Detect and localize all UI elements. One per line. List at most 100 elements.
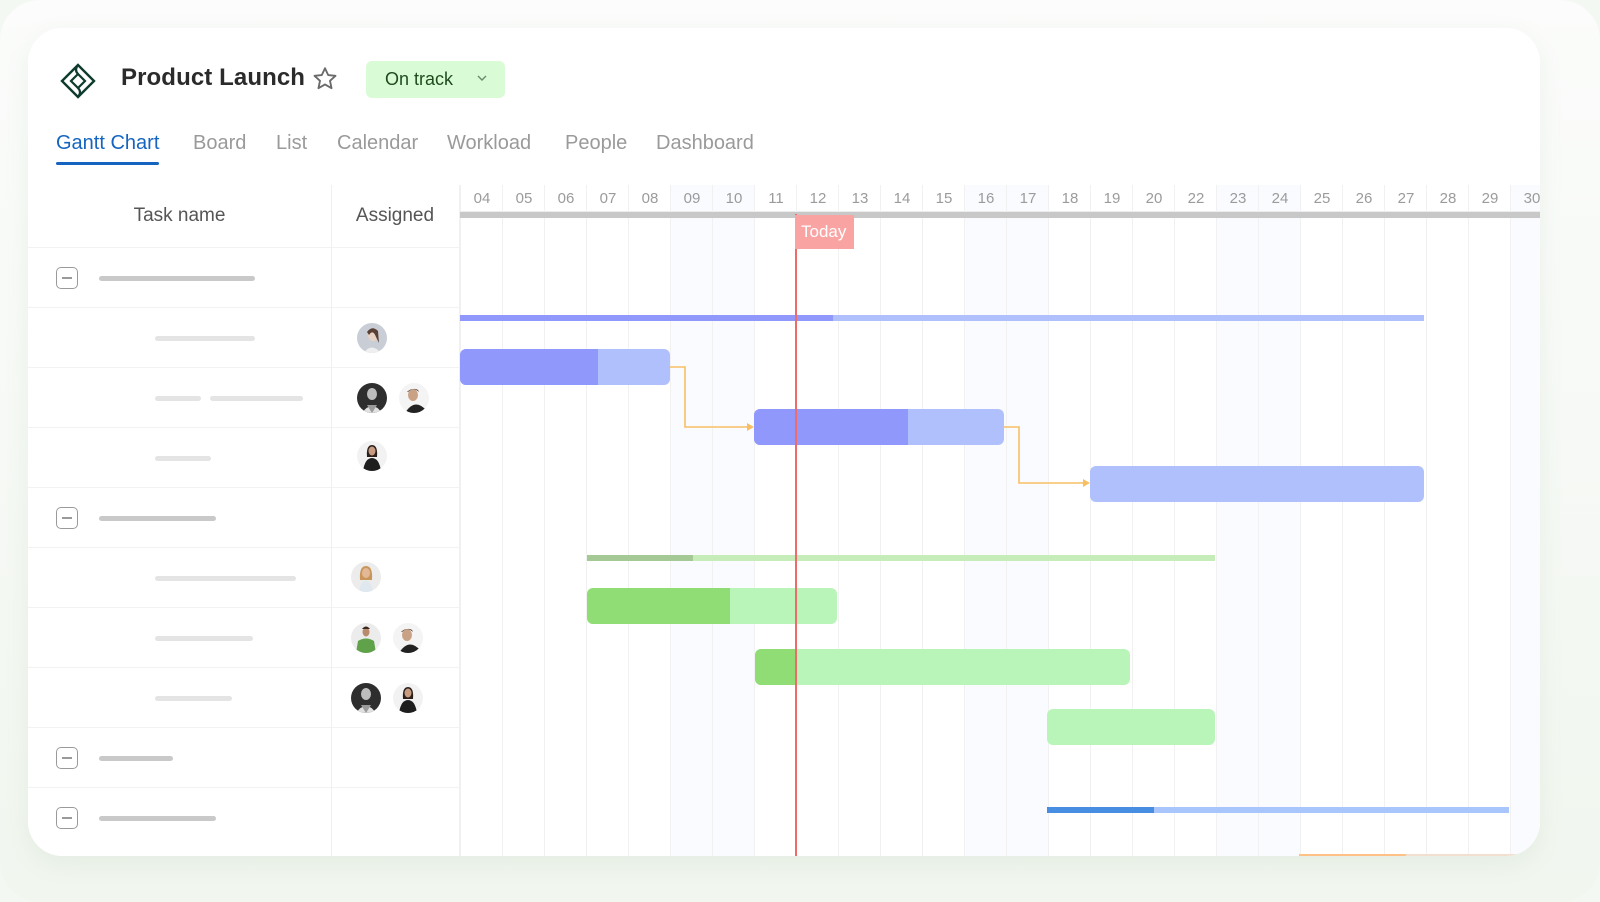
task-bar[interactable] bbox=[1090, 466, 1424, 502]
day-column: 17 bbox=[1006, 185, 1049, 856]
task-name-placeholder bbox=[210, 396, 303, 401]
day-column: 23 bbox=[1216, 185, 1259, 856]
group-row[interactable] bbox=[28, 487, 460, 547]
avatar[interactable] bbox=[357, 323, 387, 353]
tab-board[interactable]: Board bbox=[193, 132, 247, 154]
collapse-toggle-icon[interactable] bbox=[56, 267, 78, 289]
day-label: 23 bbox=[1217, 185, 1259, 212]
day-label: 24 bbox=[1259, 185, 1301, 212]
tab-list[interactable]: List bbox=[276, 132, 308, 154]
task-bar[interactable] bbox=[754, 409, 1004, 445]
day-label: 18 bbox=[1049, 185, 1091, 212]
task-bar[interactable] bbox=[460, 349, 670, 385]
day-column: 06 bbox=[544, 185, 587, 856]
day-column: 29 bbox=[1468, 185, 1511, 856]
day-column: 14 bbox=[880, 185, 923, 856]
day-label: 22 bbox=[1175, 185, 1217, 212]
task-row[interactable] bbox=[28, 307, 460, 367]
day-label: 17 bbox=[1007, 185, 1049, 212]
group-summary-bar[interactable] bbox=[460, 315, 1424, 321]
group-row[interactable] bbox=[28, 787, 460, 847]
day-label: 08 bbox=[629, 185, 671, 212]
tab-dashboard[interactable]: Dashboard bbox=[656, 132, 754, 154]
day-label: 20 bbox=[1133, 185, 1175, 212]
task-row[interactable] bbox=[28, 667, 460, 727]
avatar[interactable] bbox=[393, 683, 423, 713]
day-column: 30 bbox=[1510, 185, 1540, 856]
day-label: 19 bbox=[1091, 185, 1133, 212]
task-name-placeholder bbox=[155, 696, 232, 701]
task-name-placeholder bbox=[99, 276, 255, 281]
avatar[interactable] bbox=[351, 683, 381, 713]
tab-workload[interactable]: Workload bbox=[447, 132, 532, 154]
collapse-toggle-icon[interactable] bbox=[56, 747, 78, 769]
tab-people[interactable]: People bbox=[565, 132, 628, 154]
collapse-toggle-icon[interactable] bbox=[56, 507, 78, 529]
day-label: 16 bbox=[965, 185, 1007, 212]
group-row[interactable] bbox=[28, 727, 460, 787]
task-name-placeholder bbox=[155, 576, 296, 581]
day-label: 11 bbox=[755, 185, 797, 212]
project-title: Product Launch bbox=[121, 64, 306, 91]
day-column: 28 bbox=[1426, 185, 1469, 856]
day-column: 18 bbox=[1048, 185, 1091, 856]
day-column: 11 bbox=[754, 185, 797, 856]
status-label: On track bbox=[385, 69, 454, 89]
star-outline-icon[interactable] bbox=[311, 65, 339, 93]
day-label: 29 bbox=[1469, 185, 1511, 212]
task-name-placeholder bbox=[99, 756, 173, 761]
task-bar[interactable] bbox=[587, 588, 837, 624]
avatar[interactable] bbox=[351, 562, 381, 592]
day-column: 16 bbox=[964, 185, 1007, 856]
avatar[interactable] bbox=[357, 441, 387, 471]
today-line bbox=[795, 214, 797, 856]
task-name-placeholder bbox=[155, 456, 211, 461]
day-label: 09 bbox=[671, 185, 713, 212]
avatar[interactable] bbox=[399, 383, 429, 413]
tab-calendar[interactable]: Calendar bbox=[337, 132, 419, 154]
day-column: 25 bbox=[1300, 185, 1343, 856]
day-column: 13 bbox=[838, 185, 881, 856]
task-table: Task name Assigned bbox=[28, 185, 460, 856]
task-row[interactable] bbox=[28, 547, 460, 607]
day-label: 06 bbox=[545, 185, 587, 212]
task-row[interactable] bbox=[28, 427, 460, 487]
day-column: 10 bbox=[712, 185, 755, 856]
day-label: 07 bbox=[587, 185, 629, 212]
day-column: 24 bbox=[1258, 185, 1301, 856]
column-header-task-name: Task name bbox=[133, 205, 226, 226]
day-column: 07 bbox=[586, 185, 629, 856]
day-column: 05 bbox=[502, 185, 545, 856]
day-column: 12 bbox=[796, 185, 839, 856]
diamond-logo-icon bbox=[60, 63, 96, 99]
day-label: 14 bbox=[881, 185, 923, 212]
task-row[interactable] bbox=[28, 607, 460, 667]
day-column: 27 bbox=[1384, 185, 1427, 856]
task-row[interactable] bbox=[28, 367, 460, 427]
group-summary-bar[interactable] bbox=[587, 555, 1215, 561]
avatar[interactable] bbox=[393, 623, 423, 653]
group-row[interactable] bbox=[28, 247, 460, 307]
column-header-assigned: Assigned bbox=[355, 205, 435, 226]
day-column: 26 bbox=[1342, 185, 1385, 856]
day-column: 22 bbox=[1174, 185, 1217, 856]
day-column: 09 bbox=[670, 185, 713, 856]
day-label: 12 bbox=[797, 185, 839, 212]
task-bar[interactable] bbox=[1047, 709, 1215, 745]
day-label: 10 bbox=[713, 185, 755, 212]
avatar[interactable] bbox=[357, 383, 387, 413]
day-label: 25 bbox=[1301, 185, 1343, 212]
avatar[interactable] bbox=[351, 623, 381, 653]
group-summary-bar[interactable] bbox=[1047, 807, 1509, 813]
task-name-placeholder bbox=[99, 516, 216, 521]
day-label: 30 bbox=[1511, 185, 1540, 212]
task-name-placeholder bbox=[155, 336, 255, 341]
tab-gantt-chart[interactable]: Gantt Chart bbox=[56, 132, 160, 165]
collapse-toggle-icon[interactable] bbox=[56, 807, 78, 829]
day-label: 04 bbox=[461, 185, 503, 212]
day-column: 20 bbox=[1132, 185, 1175, 856]
status-dropdown[interactable]: On track bbox=[366, 61, 505, 98]
group-summary-bar[interactable] bbox=[1299, 854, 1540, 856]
task-bar[interactable] bbox=[755, 649, 1130, 685]
day-column: 04 bbox=[460, 185, 503, 856]
